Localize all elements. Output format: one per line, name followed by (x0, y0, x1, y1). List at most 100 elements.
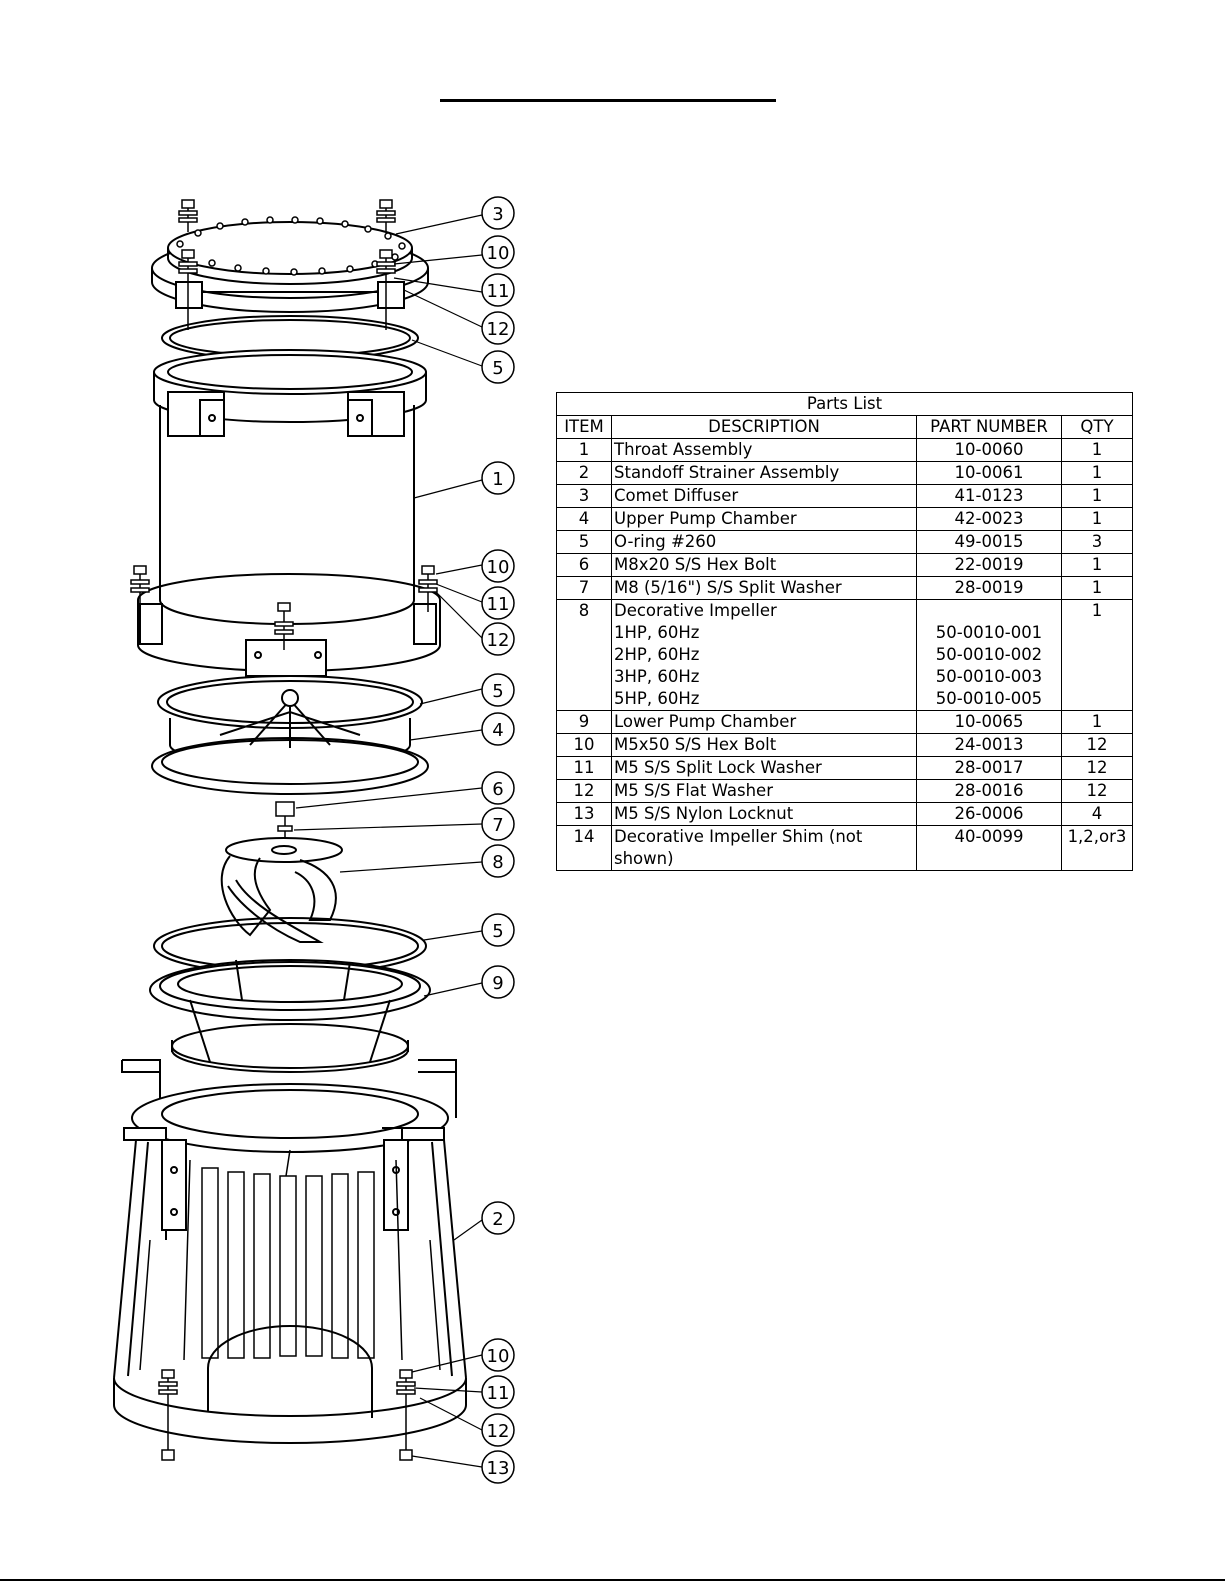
callout-10: 10 (481, 549, 515, 583)
callout-11: 11 (481, 1375, 515, 1409)
cell-part-number: 24-0013 (916, 733, 1062, 757)
header-part-number: PART NUMBER (916, 415, 1062, 439)
cell-description: Throat Assembly (611, 438, 917, 462)
cell-qty: 1 (1061, 553, 1133, 577)
cell-part-number: 10-0061 (916, 461, 1062, 485)
cell-item: 11 (556, 756, 612, 780)
cell-part-number: 26-0006 (916, 802, 1062, 826)
cell-description: Upper Pump Chamber (611, 507, 917, 531)
callout-12: 12 (481, 1413, 515, 1447)
callout-label: 9 (492, 973, 503, 994)
callout-label: 1 (492, 469, 503, 490)
cell-part-number: 28-0017 (916, 756, 1062, 780)
callout-label: 10 (487, 557, 510, 578)
cell-description: Comet Diffuser (611, 484, 917, 508)
callout-label: 12 (487, 630, 510, 651)
cell-item: 13 (556, 802, 612, 826)
variant-description: 1HP, 60Hz (614, 623, 700, 642)
callout-11: 11 (481, 273, 515, 307)
callout-label: 7 (492, 815, 503, 836)
cell-item: 3 (556, 484, 612, 508)
callout-label: 5 (492, 681, 503, 702)
callout-6: 6 (481, 771, 515, 805)
comet-diffuser (151, 216, 429, 313)
cell-qty: 1 (1061, 438, 1133, 462)
variant-description: 2HP, 60Hz (614, 645, 700, 664)
cell-part-number: 41-0123 (916, 484, 1062, 508)
header-item: ITEM (556, 415, 612, 439)
cell-item: 4 (556, 507, 612, 531)
variant-description: 5HP, 60Hz (614, 689, 700, 708)
cell-description: O-ring #260 (611, 530, 917, 554)
base-bolts (158, 1369, 416, 1461)
variant-part-number: 50-0010-003 (935, 667, 1043, 686)
cell-part-number: 10-0065 (916, 710, 1062, 734)
cell-item: 1 (556, 438, 612, 462)
cell-description: M5x50 S/S Hex Bolt (611, 733, 917, 757)
callouts: 3 10 11 12 5 1 10 11 12 5 4 6 7 8 5 9 2 … (481, 196, 515, 1484)
cell-description: M8x20 S/S Hex Bolt (611, 553, 917, 577)
callout-12: 12 (481, 311, 515, 345)
variant-description: 3HP, 60Hz (614, 667, 700, 686)
cell-item: 8 (556, 599, 612, 711)
callout-7: 7 (481, 807, 515, 841)
header-description: DESCRIPTION (611, 415, 917, 439)
cell-description: M5 S/S Nylon Locknut (611, 802, 917, 826)
callout-label: 3 (492, 204, 503, 225)
cell-item: 5 (556, 530, 612, 554)
cell-qty: 1 (1061, 576, 1133, 600)
table-row: 8 Decorative Impeller 1HP, 60Hz 2HP, 60H… (556, 599, 1133, 711)
cell-part-number: 40-0099 (916, 825, 1062, 871)
callout-label: 6 (492, 779, 503, 800)
callout-label: 11 (487, 1383, 510, 1404)
cell-item: 9 (556, 710, 612, 734)
callout-label: 5 (492, 921, 503, 942)
cell-qty: 12 (1061, 733, 1133, 757)
cell-part-number: 22-0019 (916, 553, 1062, 577)
cell-item: 6 (556, 553, 612, 577)
callout-10: 10 (481, 1338, 515, 1372)
callout-3: 3 (481, 196, 515, 230)
callout-label: 11 (487, 594, 510, 615)
impeller-part-number (919, 600, 1059, 622)
variant-part-number: 50-0010-005 (935, 689, 1043, 708)
cell-qty: 4 (1061, 802, 1133, 826)
callout-label: 13 (487, 1458, 510, 1479)
cell-part-number: 42-0023 (916, 507, 1062, 531)
cell-part-number: 49-0015 (916, 530, 1062, 554)
callout-label: 10 (487, 243, 510, 264)
callout-label: 12 (487, 319, 510, 340)
cell-description: Lower Pump Chamber (611, 710, 917, 734)
throat-assembly (137, 349, 441, 677)
impeller-description: Decorative Impeller (614, 601, 777, 620)
standoff-strainer-assembly (113, 1059, 467, 1444)
callout-13: 13 (481, 1450, 515, 1484)
throat-bolts (130, 565, 438, 650)
callout-label: 10 (487, 1346, 510, 1367)
callout-label: 4 (492, 720, 503, 741)
lower-pump-chamber (149, 959, 431, 1073)
impeller-bolt (275, 801, 295, 838)
callout-10: 10 (481, 235, 515, 269)
title-underline (440, 99, 776, 102)
callout-label: 11 (487, 281, 510, 302)
cell-part-number: 50-0010-001 50-0010-002 50-0010-003 50-0… (916, 599, 1062, 711)
cell-item: 12 (556, 779, 612, 803)
cell-item: 2 (556, 461, 612, 485)
callout-5: 5 (481, 913, 515, 947)
callout-label: 5 (492, 358, 503, 379)
callout-9: 9 (481, 965, 515, 999)
cell-part-number: 28-0019 (916, 576, 1062, 600)
callout-label: 12 (487, 1421, 510, 1442)
